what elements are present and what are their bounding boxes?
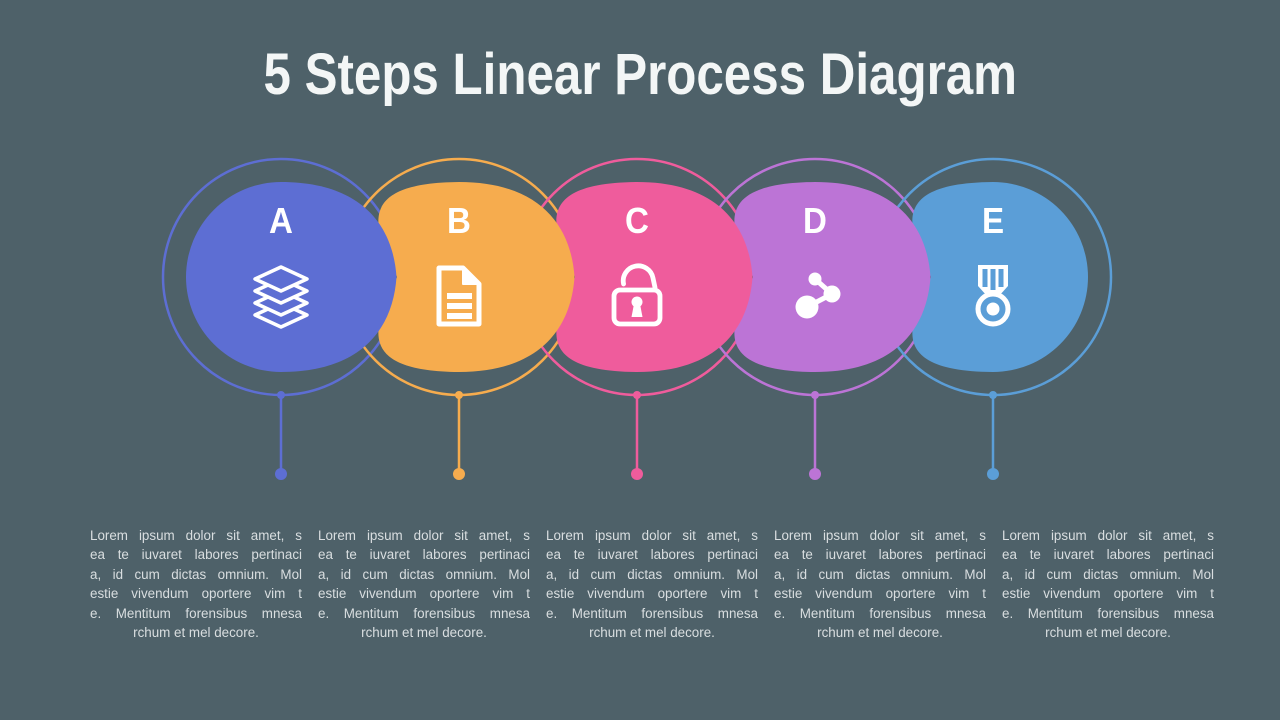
slide-title-text: 5 Steps Linear Process Diagram <box>263 42 1017 107</box>
step-description-line: rchum et mel decore. <box>1045 625 1171 641</box>
step-description-line: Lorem ipsum dolor sit amet, s <box>546 528 758 543</box>
connector-end-dot <box>453 468 465 480</box>
connector-end-dot <box>631 468 643 480</box>
step-description-line: rchum et mel decore. <box>133 625 259 641</box>
step-description-line: ea te iuvaret labores pertinaci <box>90 547 302 563</box>
step-description-line: ea te iuvaret labores pertinaci <box>1002 547 1214 563</box>
step-description-line: estie vivendum oportere vim t <box>774 586 986 602</box>
step-description: Lorem ipsum dolor sit amet, s ea te iuvar… <box>1002 526 1214 642</box>
step-description-line: e. Mentitum forensibus mnesa <box>90 605 302 621</box>
connector-end-dot <box>987 468 999 480</box>
step-letter: A <box>269 202 293 242</box>
step-description-line: ea te iuvaret labores pertinaci <box>318 547 530 563</box>
step-description-line: a, id cum dictas omnium. Mol <box>1002 566 1214 582</box>
step-blob <box>734 182 931 372</box>
connector-end-dot <box>275 468 287 480</box>
step-description-line: rchum et mel decore. <box>589 625 715 641</box>
step-shape: E <box>912 182 1088 372</box>
step-description: Lorem ipsum dolor sit amet, s ea te iuvar… <box>318 526 530 642</box>
step-letter: B <box>447 202 471 242</box>
step-description-line: e. Mentitum forensibus mnesa <box>1002 605 1214 621</box>
step-description-line: a, id cum dictas omnium. Mol <box>318 566 530 582</box>
step-description-line: a, id cum dictas omnium. Mol <box>774 566 986 582</box>
step-description-line: Lorem ipsum dolor sit amet, s <box>1002 528 1214 543</box>
connector-end-dot <box>809 468 821 480</box>
step-blob <box>378 182 575 372</box>
step-description-line: a, id cum dictas omnium. Mol <box>90 566 302 582</box>
step-description-line: ea te iuvaret labores pertinaci <box>546 547 758 563</box>
step-description-line: rchum et mel decore. <box>361 625 487 641</box>
step-description-line: Lorem ipsum dolor sit amet, s <box>774 528 986 543</box>
step-description-line: estie vivendum oportere vim t <box>90 586 302 602</box>
step-shape: C <box>556 182 753 372</box>
step-description-line: e. Mentitum forensibus mnesa <box>774 605 986 621</box>
step-description: Lorem ipsum dolor sit amet, s ea te iuvar… <box>546 526 758 642</box>
slide-title: 5 Steps Linear Process Diagram <box>0 46 1280 104</box>
step-description-line: e. Mentitum forensibus mnesa <box>546 605 758 621</box>
step-letter: C <box>625 202 649 242</box>
step-description-line: ea te iuvaret labores pertinaci <box>774 547 986 563</box>
step-description-line: Lorem ipsum dolor sit amet, s <box>318 528 530 543</box>
step-description-line: estie vivendum oportere vim t <box>1002 586 1214 602</box>
step-description: Lorem ipsum dolor sit amet, s ea te iuvar… <box>90 526 302 642</box>
step-descriptions-row: Lorem ipsum dolor sit amet, s ea te iuvar… <box>90 526 1214 642</box>
step-description-line: estie vivendum oportere vim t <box>546 586 758 602</box>
step-description-line: estie vivendum oportere vim t <box>318 586 530 602</box>
step-description-line: rchum et mel decore. <box>817 625 943 641</box>
step-description-line: e. Mentitum forensibus mnesa <box>318 605 530 621</box>
step-description: Lorem ipsum dolor sit amet, s ea te iuvar… <box>774 526 986 642</box>
step-shape: D <box>734 182 931 372</box>
step-shape: B <box>378 182 575 372</box>
step-description-line: a, id cum dictas omnium. Mol <box>546 566 758 582</box>
step-shape: A <box>186 182 397 372</box>
step-letter: E <box>982 202 1004 242</box>
step-description-line: Lorem ipsum dolor sit amet, s <box>90 528 302 543</box>
step-letter: D <box>803 202 827 242</box>
